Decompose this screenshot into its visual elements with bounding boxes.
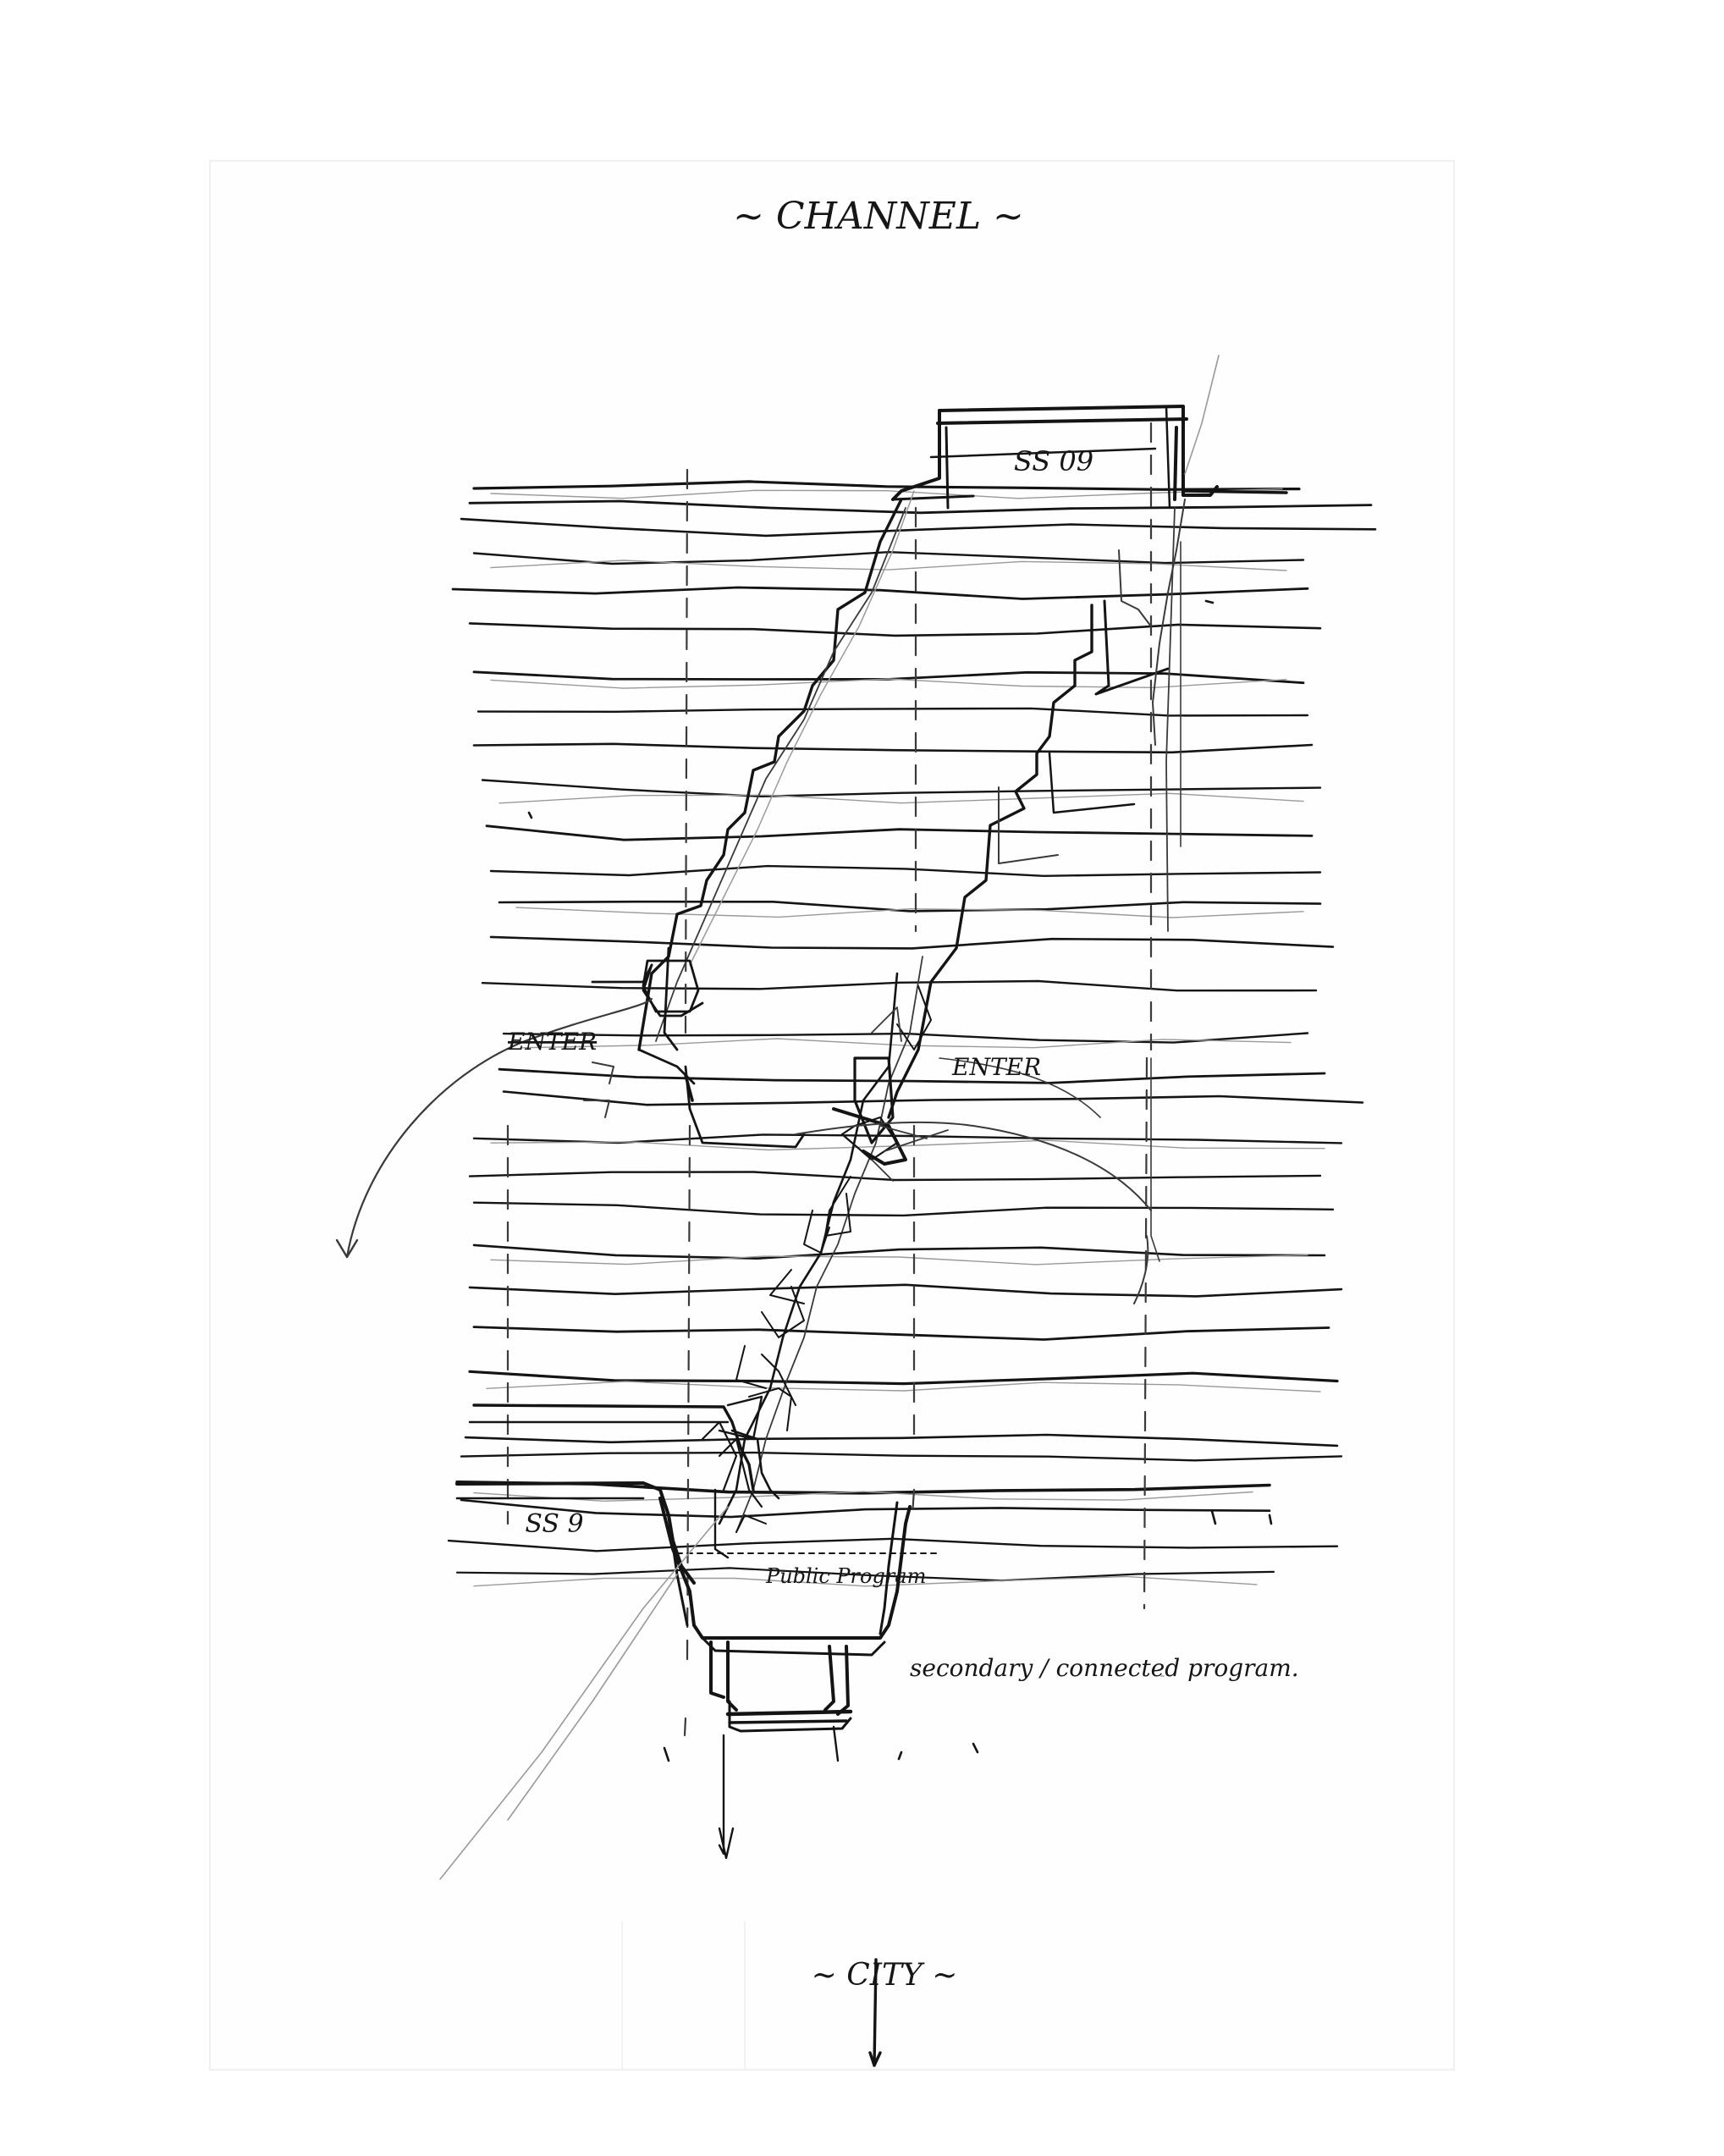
- strata-line: [502, 1090, 1364, 1106]
- strata-line: [468, 1370, 1339, 1386]
- dashed-grid-lines: [506, 422, 1153, 1737]
- paper-scan-edges: [209, 160, 1455, 2071]
- strata-line-faint: [520, 1038, 1292, 1049]
- strata-line: [472, 480, 1301, 491]
- strata-line: [472, 1201, 1335, 1217]
- construction-lines: [439, 355, 1220, 1880]
- grid-line-left: [683, 468, 691, 1737]
- lower-block: [455, 1481, 940, 1733]
- vertical-lines: [718, 507, 1181, 1860]
- strata-line: [460, 1451, 1343, 1462]
- strata-line: [481, 979, 1318, 992]
- strata-line: [460, 1498, 1271, 1519]
- strata-line-faint: [486, 1381, 1321, 1392]
- strata-line: [451, 586, 1309, 600]
- strata-line: [468, 1283, 1343, 1298]
- left-entry-pod: [591, 946, 806, 1149]
- strata-line: [472, 742, 1314, 754]
- strata-line: [485, 824, 1314, 841]
- strata-line-faint: [490, 1139, 1325, 1151]
- small-marks: [527, 599, 1273, 1762]
- right-entry-pod: [795, 1057, 1152, 1304]
- strata-line: [468, 1171, 1322, 1182]
- side-note-label: secondary / connected program.: [910, 1654, 1299, 1682]
- strata-line-faint: [490, 1254, 1308, 1265]
- grid-line-center: [911, 506, 917, 1517]
- strata-line: [498, 1067, 1326, 1084]
- strata-line: [498, 900, 1322, 913]
- lower-block-label: SS 9: [525, 1509, 583, 1539]
- upper-block-label: SS 09: [1014, 445, 1093, 477]
- strata-line-faint: [473, 1575, 1258, 1587]
- strata-line-faint: [498, 792, 1304, 804]
- strata-line: [472, 1326, 1330, 1341]
- strata-line: [502, 1032, 1309, 1044]
- strata-line: [455, 1567, 1275, 1582]
- stepped-edge-right: [887, 499, 1186, 1119]
- upper-block: [891, 405, 1288, 510]
- strata-line: [460, 517, 1377, 538]
- grid-line-right: [1143, 422, 1153, 1610]
- enter-left-label: ENTER: [507, 1028, 597, 1056]
- strata-line: [476, 707, 1309, 717]
- strata-line-faint: [515, 907, 1304, 918]
- strata-line: [472, 1243, 1326, 1260]
- lower-steps: [468, 1354, 796, 1508]
- stepped-edge-left: [637, 490, 915, 1051]
- public-program-label: Public Program: [765, 1564, 926, 1588]
- strata-line: [489, 864, 1322, 877]
- strata-line: [489, 935, 1335, 950]
- strata-line: [472, 1133, 1343, 1144]
- strata-line: [468, 622, 1322, 637]
- curved-arrow-left: [335, 997, 653, 1259]
- enter-right-label: ENTER: [951, 1053, 1041, 1081]
- channel-label: ~ CHANNEL ~: [733, 195, 1024, 238]
- strata-line: [468, 499, 1373, 515]
- strata-line-faint: [473, 1491, 1253, 1502]
- strata-line: [464, 1433, 1339, 1447]
- city-label: ~ CITY ~: [812, 1958, 958, 1993]
- city-arrow: [868, 1958, 882, 2067]
- horizontal-strata-lines: [447, 480, 1377, 1587]
- central-ramp: [701, 956, 949, 1533]
- strata-line-faint: [490, 560, 1287, 571]
